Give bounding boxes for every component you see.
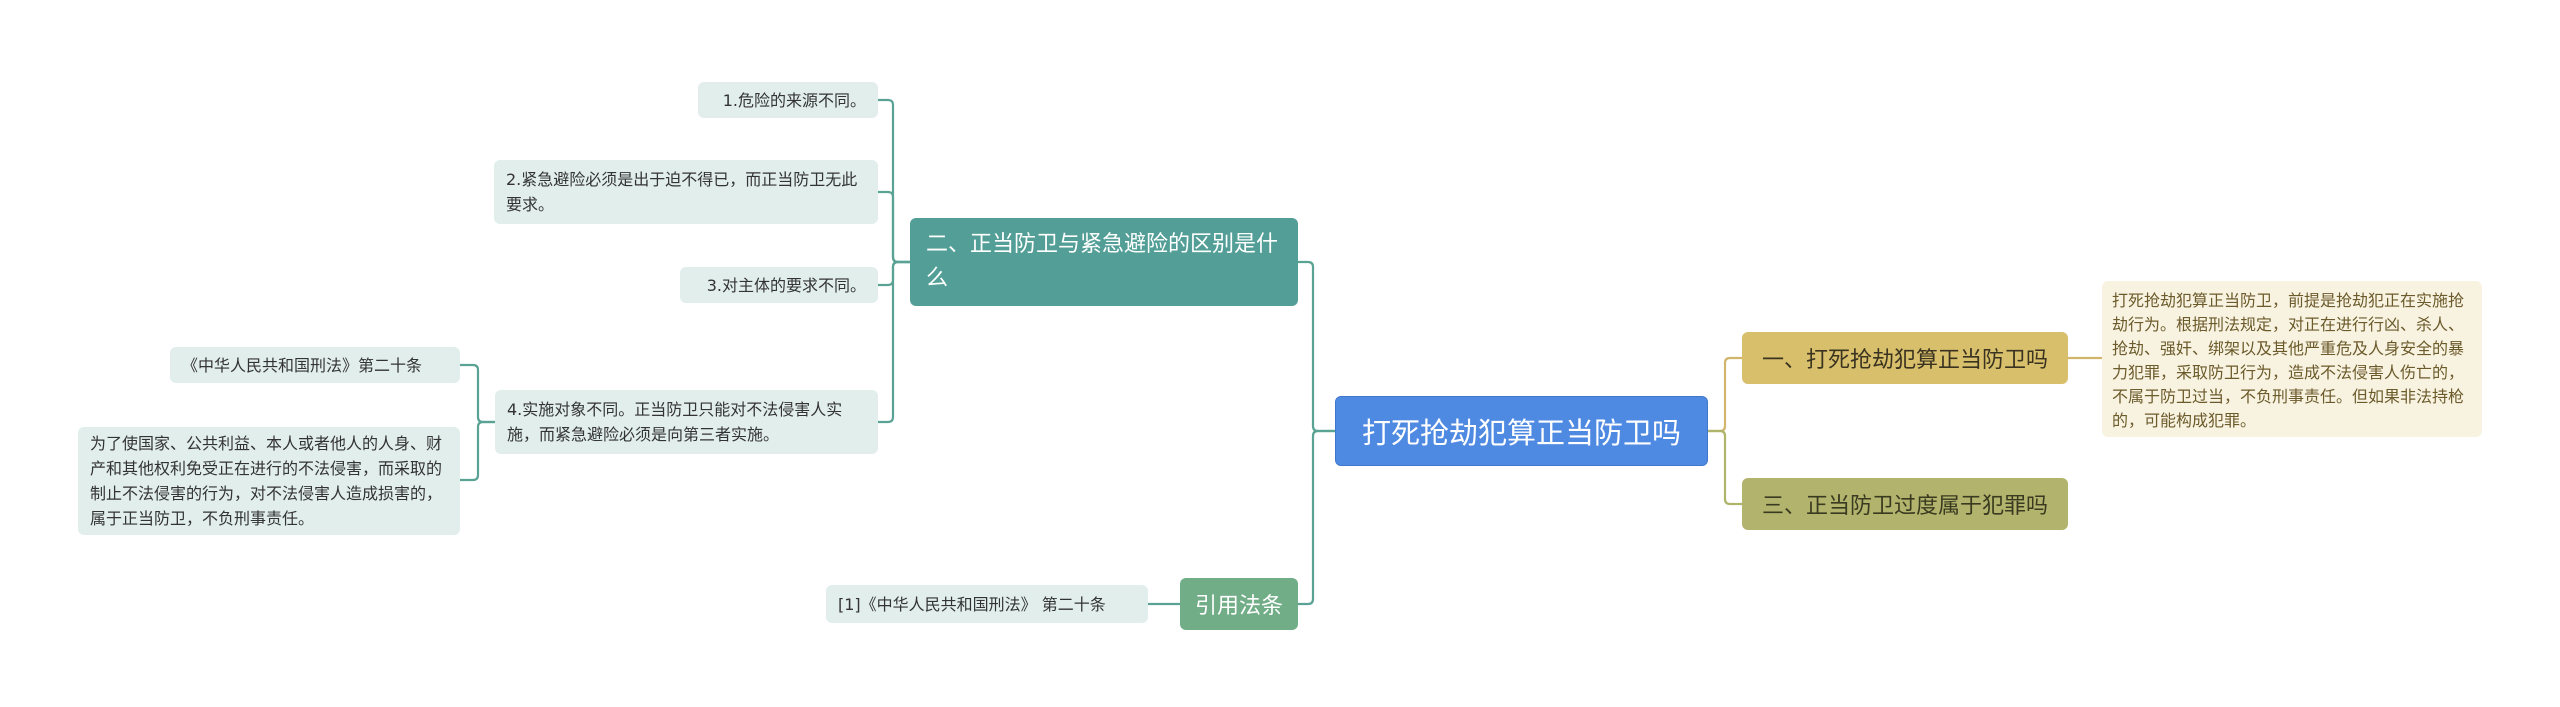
branch-robbery-defense[interactable]: 一、打死抢劫犯算正当防卫吗 [1742,332,2068,384]
leaf-law-explanation[interactable]: 为了使国家、公共利益、本人或者他人的人身、财产和其他权利免受正在进行的不法侵害，… [78,427,460,535]
leaf-item-2[interactable]: 2.紧急避险必须是出于迫不得已，而正当防卫无此要求。 [494,160,878,224]
leaf-law-article[interactable]: 《中华人民共和国刑法》第二十条 [170,347,460,383]
leaf-robbery-detail[interactable]: 打死抢劫犯算正当防卫，前提是抢劫犯正在实施抢劫行为。根据刑法规定，对正在进行行凶… [2102,281,2482,437]
leaf-citation-item-label: [1]《中华人民共和国刑法》 第二十条 [838,594,1106,614]
branch-robbery-defense-label: 一、打死抢劫犯算正当防卫吗 [1761,348,2048,373]
leaf-law-explanation-label: 为了使国家、公共利益、本人或者他人的人身、财产和其他权利免受正在进行的不法侵害，… [90,434,443,528]
leaf-item-3[interactable]: 3.对主体的要求不同。 [680,267,878,303]
leaf-item-4[interactable]: 4.实施对象不同。正当防卫只能对不法侵害人实施，而紧急避险必须是向第三者实施。 [495,390,878,454]
root-topic[interactable]: 打死抢劫犯算正当防卫吗 [1335,396,1708,466]
branch-citation[interactable]: 引用法条 [1180,578,1298,630]
leaf-law-article-label: 《中华人民共和国刑法》第二十条 [182,355,423,375]
leaf-item-1-label: 1.危险的来源不同。 [722,90,866,110]
branch-difference[interactable]: 二、正当防卫与紧急避险的区别是什么 [910,218,1298,306]
link-root-to-citation [1298,429,1337,606]
link-item4-to-law [460,363,495,424]
leaf-item-4-label: 4.实施对象不同。正当防卫只能对不法侵害人实施，而紧急避险必须是向第三者实施。 [507,400,843,444]
branch-difference-label: 二、正当防卫与紧急避险的区别是什么 [926,232,1279,291]
link-branch2-to-item4 [878,260,910,424]
branch-excessive-defense[interactable]: 三、正当防卫过度属于犯罪吗 [1742,478,2068,530]
link-root-to-branch1 [1708,356,1742,433]
root-topic-label: 打死抢劫犯算正当防卫吗 [1361,416,1681,450]
link-item4-to-explain [460,420,495,482]
leaf-item-2-label: 2.紧急避险必须是出于迫不得已，而正当防卫无此要求。 [506,170,858,214]
link-root-to-branch3 [1708,429,1742,506]
leaf-item-1[interactable]: 1.危险的来源不同。 [698,82,878,118]
link-branch2-to-item2 [878,190,910,264]
leaf-citation-item[interactable]: [1]《中华人民共和国刑法》 第二十条 [826,585,1148,623]
leaf-item-3-label: 3.对主体的要求不同。 [706,275,866,295]
branch-excessive-defense-label: 三、正当防卫过度属于犯罪吗 [1761,494,2048,519]
branch-citation-label: 引用法条 [1194,594,1283,619]
link-root-to-branch2 [1298,260,1337,433]
leaf-robbery-detail-label: 打死抢劫犯算正当防卫，前提是抢劫犯正在实施抢劫行为。根据刑法规定，对正在进行行凶… [2112,291,2465,430]
